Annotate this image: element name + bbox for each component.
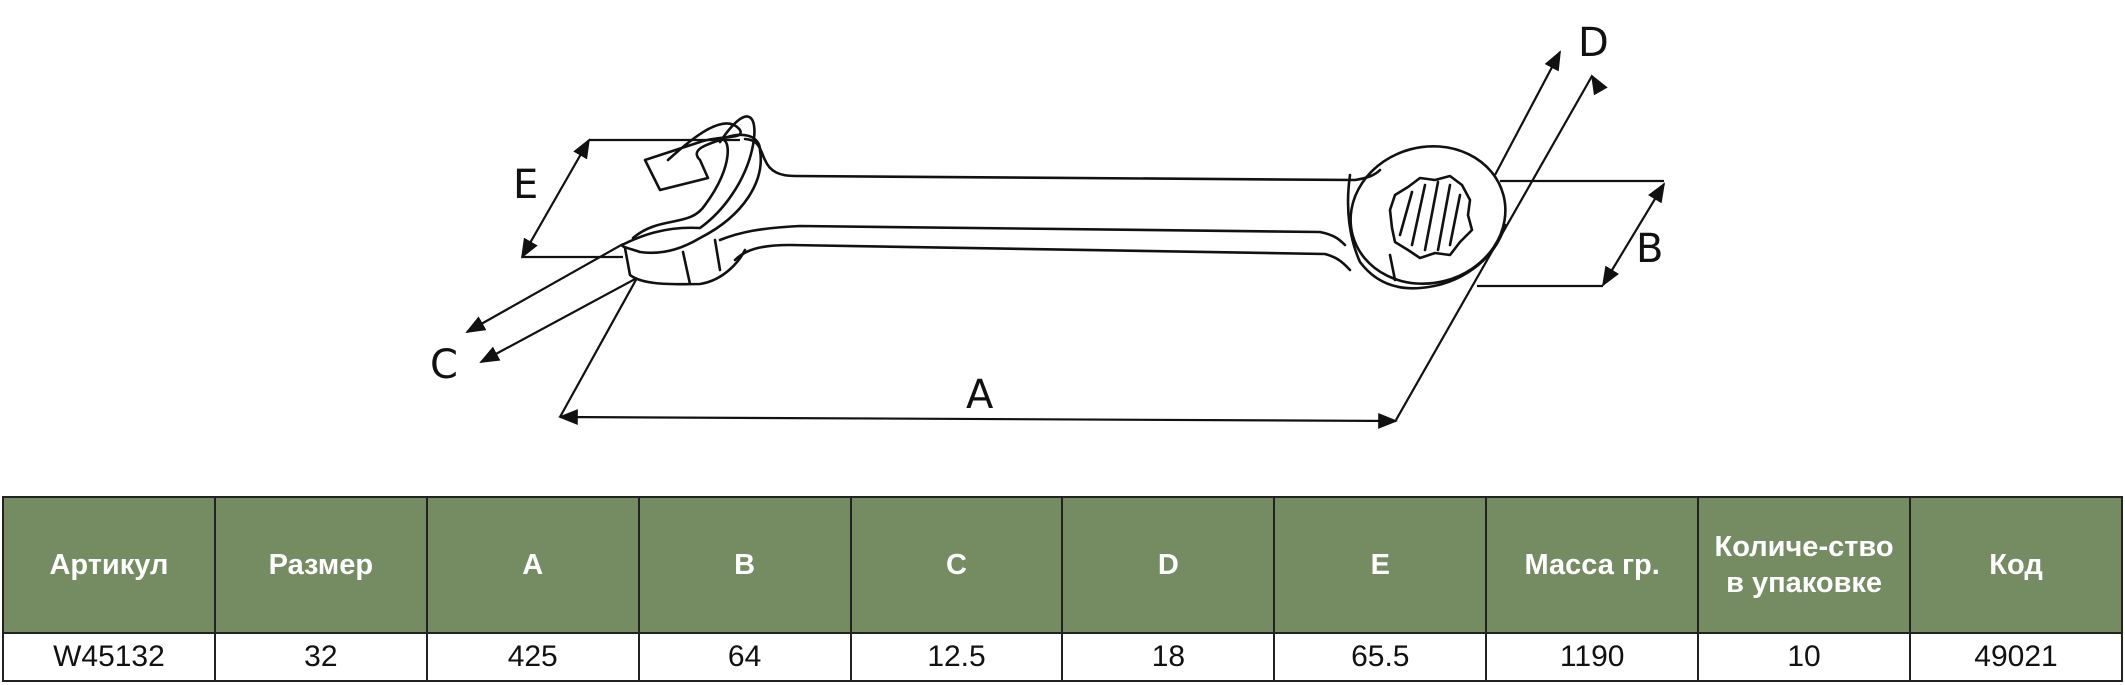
- wrench-dimension-diagram: E C A D B: [430, 20, 1666, 429]
- cell-article: W45132: [2, 632, 216, 682]
- header-e: E: [1273, 496, 1488, 634]
- header-b: B: [637, 496, 852, 634]
- table-header-row: Артикул Размер A B C D E Масса гр. Колич…: [2, 496, 2123, 634]
- cell-d: 18: [1061, 632, 1276, 682]
- header-size: Размер: [213, 496, 428, 634]
- header-mass: Масса гр.: [1485, 496, 1700, 634]
- header-a: A: [425, 496, 640, 634]
- header-d: D: [1061, 496, 1276, 634]
- table-row: W45132 32 425 64 12.5 18 65.5 1190 10 49…: [2, 632, 2123, 682]
- dimension-label-d: D: [1578, 20, 1609, 66]
- cell-quantity: 10: [1697, 632, 1912, 682]
- cell-b: 64: [637, 632, 852, 682]
- cell-e: 65.5: [1273, 632, 1488, 682]
- cell-c: 12.5: [849, 632, 1064, 682]
- wrench-outline: [620, 115, 1507, 290]
- cell-size: 32: [213, 632, 428, 682]
- header-article: Артикул: [2, 496, 216, 634]
- cell-code: 49021: [1909, 632, 2123, 682]
- header-code: Код: [1909, 496, 2123, 634]
- dimension-label-e: E: [513, 162, 538, 208]
- dimension-lines: [465, 50, 1666, 429]
- dimension-label-b: B: [1636, 226, 1663, 272]
- spec-table: Артикул Размер A B C D E Масса гр. Колич…: [2, 496, 2123, 682]
- cell-a: 425: [425, 632, 640, 682]
- header-c: C: [849, 496, 1064, 634]
- cell-mass: 1190: [1485, 632, 1700, 682]
- header-quantity: Количе-ство в упаковке: [1697, 496, 1912, 634]
- dimension-label-a: A: [966, 372, 994, 418]
- dimension-label-c: C: [430, 342, 458, 388]
